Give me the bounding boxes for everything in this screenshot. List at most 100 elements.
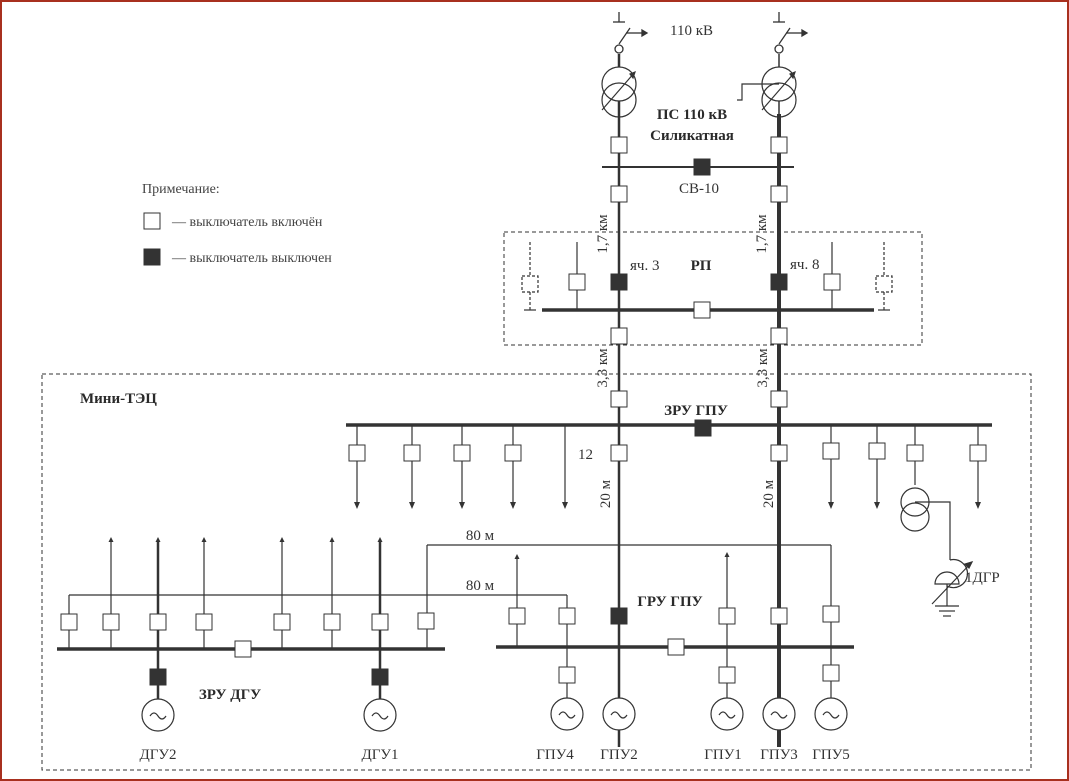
breaker-closed[interactable] (667, 638, 685, 656)
breaker-closed[interactable] (568, 273, 586, 291)
breaker-closed[interactable] (770, 390, 788, 408)
rp-title: РП (691, 258, 712, 274)
substation-name-line1: ПС 110 кВ (657, 107, 727, 123)
breaker-closed[interactable] (822, 605, 840, 623)
distance-80m-upper: 80 м (466, 528, 495, 544)
breaker-closed[interactable] (453, 444, 471, 462)
breaker-closed[interactable] (273, 613, 291, 631)
arrow-up-icon (724, 552, 730, 557)
arc-suppression-reactor-icon (931, 558, 974, 617)
breaker-open[interactable] (693, 158, 711, 176)
breaker-closed[interactable] (610, 185, 628, 203)
breaker-closed[interactable] (969, 444, 987, 462)
breaker-closed[interactable] (504, 444, 522, 462)
breaker-closed[interactable] (558, 666, 576, 684)
distance-right-17km: 1,7 км (754, 214, 770, 254)
distance-right-33km: 3,3 км (755, 348, 771, 388)
breaker-closed[interactable] (693, 301, 711, 319)
breaker-closed[interactable] (822, 664, 840, 682)
mini-tec-boundary (41, 373, 1032, 771)
generator-icon (602, 697, 636, 731)
cell-3-label: яч. 3 (630, 258, 659, 274)
transformer-left-icon (601, 66, 637, 118)
breaker-closed[interactable] (403, 444, 421, 462)
gru-gpu-label: ГРУ ГПУ (637, 594, 702, 610)
arrow-up-icon (201, 537, 207, 542)
breaker-closed[interactable] (718, 607, 736, 625)
breaker-closed[interactable] (770, 444, 788, 462)
arrow-down-icon (510, 502, 516, 509)
generator-icon (550, 697, 584, 731)
generator-gpu4-label: ГПУ4 (536, 747, 574, 763)
breaker-closed[interactable] (60, 613, 78, 631)
distance-left-17km: 1,7 км (595, 214, 611, 254)
substation-name-line2: Силикатная (650, 128, 734, 144)
breaker-closed[interactable] (558, 607, 576, 625)
generator-icon (363, 698, 397, 732)
breaker-closed[interactable] (718, 666, 736, 684)
breaker-closed[interactable] (149, 613, 167, 631)
legend-title: Примечание: (142, 182, 220, 197)
distance-left-20m: 20 м (598, 479, 614, 508)
breaker-closed[interactable] (323, 613, 341, 631)
arrow-down-icon (459, 502, 465, 509)
generator-gpu1-label: ГПУ1 (704, 747, 742, 763)
breaker-open[interactable] (371, 668, 389, 686)
mini-tec-label: Мини-ТЭЦ (80, 391, 157, 407)
distance-right-20m: 20 м (761, 479, 777, 508)
generator-icon (710, 697, 744, 731)
generator-gpu5-label: ГПУ5 (812, 747, 850, 763)
breaker-closed[interactable] (371, 613, 389, 631)
breaker-closed[interactable] (610, 444, 628, 462)
arrow-down-icon (828, 502, 834, 509)
arrow-up-icon (108, 537, 114, 542)
spare-cell-icon (875, 242, 893, 311)
generator-dgu1-label: ДГУ1 (361, 747, 398, 763)
arrow-down-icon (874, 502, 880, 509)
breaker-closed[interactable] (610, 327, 628, 345)
arrow-up-icon (377, 537, 383, 542)
feeder-12-label: 12 (578, 447, 593, 463)
arrow-up-icon (279, 537, 285, 542)
arrow-down-icon (354, 502, 360, 509)
breaker-closed[interactable] (610, 136, 628, 154)
generator-gpu3-label: ГПУ3 (760, 747, 798, 763)
distance-left-33km: 3,3 км (595, 348, 611, 388)
arrow-down-icon (975, 502, 981, 509)
transformer-right-icon (737, 66, 797, 118)
zru-dgu-label: ЗРУ ДГУ (199, 687, 261, 703)
breaker-open[interactable] (610, 607, 628, 625)
breaker-open[interactable] (610, 273, 628, 291)
breaker-closed[interactable] (610, 390, 628, 408)
breaker-closed[interactable] (770, 185, 788, 203)
breaker-closed[interactable] (822, 442, 840, 460)
breaker-closed[interactable] (906, 444, 924, 462)
voltage-label: 110 кВ (670, 23, 713, 39)
breaker-closed[interactable] (508, 607, 526, 625)
breaker-open[interactable] (770, 273, 788, 291)
legend-closed-breaker-icon (143, 212, 161, 230)
aux-transformer-icon (900, 487, 951, 560)
breaker-closed[interactable] (102, 613, 120, 631)
breaker-closed[interactable] (417, 612, 435, 630)
disconnector-left-icon (613, 12, 649, 54)
breaker-closed[interactable] (195, 613, 213, 631)
wires (68, 242, 979, 714)
breaker-closed[interactable] (234, 640, 252, 658)
arrow-up-icon (514, 554, 520, 559)
breaker-closed[interactable] (823, 273, 841, 291)
breaker-closed[interactable] (868, 442, 886, 460)
cell-8-label: яч. 8 (790, 257, 819, 273)
breaker-closed[interactable] (348, 444, 366, 462)
breaker-closed[interactable] (770, 607, 788, 625)
breaker-open[interactable] (694, 419, 712, 437)
arrow-up-icon (329, 537, 335, 542)
breaker-open[interactable] (149, 668, 167, 686)
breaker-closed[interactable] (770, 327, 788, 345)
rp-boundary (503, 231, 923, 346)
generator-icon (762, 697, 796, 731)
breaker-closed[interactable] (770, 136, 788, 154)
legend-open-breaker-icon (143, 248, 161, 266)
breakers (60, 136, 987, 686)
